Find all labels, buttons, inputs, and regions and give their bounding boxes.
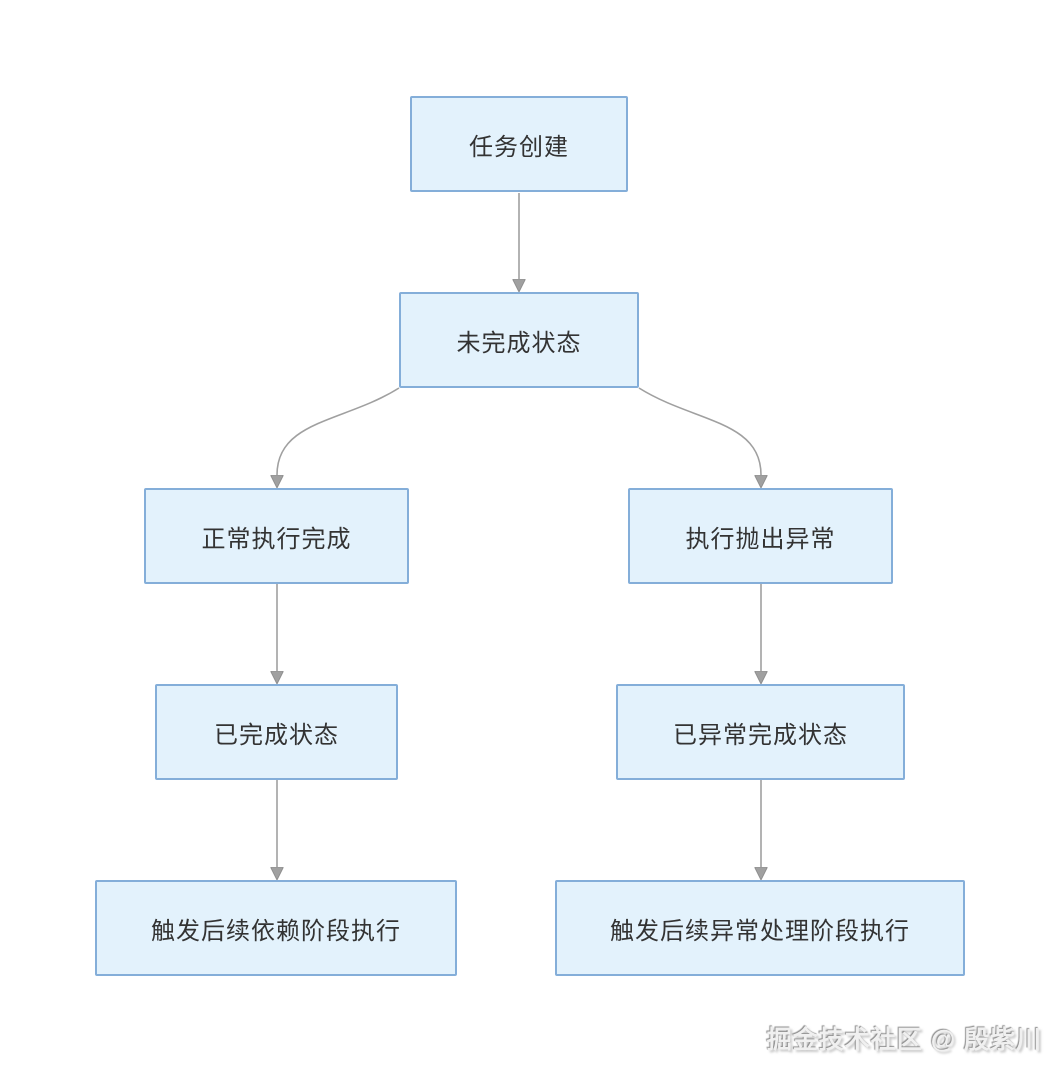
edge-incomplete-to-execution-exception — [638, 387, 761, 475]
edge-incomplete-to-normal-completion — [277, 387, 400, 475]
node-normal-execution-complete: 正常执行完成 — [144, 488, 409, 584]
node-execution-throws-exception: 执行抛出异常 — [628, 488, 893, 584]
node-trigger-dependent-stage: 触发后续依赖阶段执行 — [95, 880, 457, 976]
node-exception-completed-state: 已异常完成状态 — [616, 684, 905, 780]
node-incomplete-state: 未完成状态 — [399, 292, 639, 388]
node-completed-state: 已完成状态 — [155, 684, 398, 780]
node-task-created: 任务创建 — [410, 96, 628, 192]
node-trigger-exception-handling-stage: 触发后续异常处理阶段执行 — [555, 880, 965, 976]
watermark-text: 掘金技术社区 @ 殷紫川 — [766, 1026, 1042, 1054]
